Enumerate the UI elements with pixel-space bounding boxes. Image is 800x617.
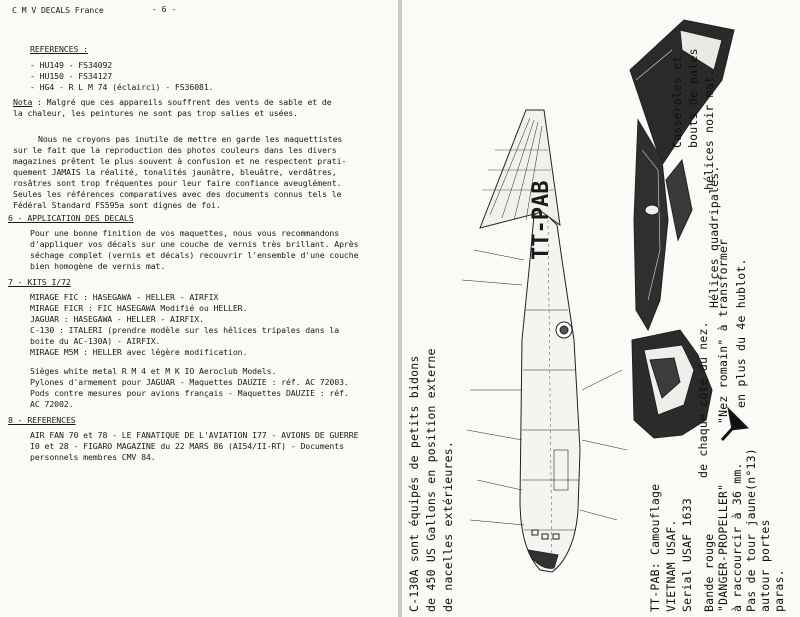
kit-line: MIRAGE FIC : HASEGAWA - HELLER - AIRFIX	[30, 292, 219, 302]
caption-camouflage-line: de chaque côté du nez.	[696, 321, 710, 478]
reference-item: - HU150 - FS34127	[30, 71, 113, 81]
caption-camouflage-line: TT-PAB: Camouflage	[648, 483, 662, 612]
section-8-line: I0 et 28 - FIGARO MAGAZINE du 22 MARS 86…	[30, 441, 344, 451]
aircraft-drawing: TT-PAB	[461, 19, 750, 573]
section-8-heading: 8 - REFERENCES	[8, 415, 76, 425]
extra-line: Sièges white metal R M 4 et M K IO Aeroc…	[30, 366, 277, 376]
note-label: Nota	[13, 97, 33, 107]
caption-bidons-line: de nacelles extérieures.	[441, 441, 455, 612]
kit-line: boite du AC-130A) - AIRFIX.	[30, 336, 161, 346]
kit-line: JAGUAR : HASEGAWA - HELLER - AIRFIX.	[30, 314, 204, 324]
paragraph-line: Seules les références comparatives avec …	[13, 189, 342, 199]
section-6-line: bien homogène de vernis mat.	[30, 261, 166, 271]
section-6-line: d'appliquer vos décals sur une couche de…	[30, 239, 359, 249]
caption-bande-line: autour portes	[758, 519, 772, 612]
section-8-line: AIR FAN 70 et 78 - LE FANATIQUE DE L'AVI…	[30, 430, 359, 440]
paragraph-line: sur le fait que la reproduction des phot…	[13, 145, 337, 155]
section-6-line: séchage complet (vernis et décals) recou…	[30, 250, 359, 260]
section-7-heading: 7 - KITS I/72	[8, 277, 71, 287]
kit-line: MIRAGE FICR : FIC HASEGAWA Modifié ou HE…	[30, 303, 248, 313]
reference-item: - HU149 - FS34092	[30, 60, 113, 70]
caption-bande-line: Pas de tour jaune(n°13)	[744, 448, 758, 612]
caption-bande-line: à raccourcir à 36 mm.	[730, 462, 744, 612]
right-page: TT-PAB C-130A sont équipés de petits bid…	[402, 0, 800, 617]
caption-casseroles-line: Casseroles et	[670, 55, 684, 148]
paragraph-line: magazines prêtent le plus souvent à conf…	[13, 156, 347, 166]
caption-bidons-line: de 450 US Gallons en position externe	[424, 348, 438, 612]
extra-line: AC 72002.	[30, 399, 74, 409]
paragraph-line: rosâtres sont trop fréquentes pour leur …	[13, 178, 342, 188]
note-line: la chaleur, les peintures ne sont pas tr…	[13, 108, 298, 118]
section-6-line: Pour une bonne finition de vos maquettes…	[30, 228, 340, 238]
kit-line: C-130 : ITALERI (prendre modèle sur les …	[30, 325, 340, 335]
kit-line: MIRAGE M5M : HELLER avec légère modifica…	[30, 347, 248, 357]
caption-nez-line: en plus du 4e hublot.	[734, 258, 748, 408]
caption-casseroles-line: bouts de pales	[686, 48, 700, 148]
caption-camouflage-line: VIETNAM USAF.	[664, 519, 678, 612]
references-heading: REFERENCES :	[30, 44, 88, 54]
left-page: C M V DECALS France - 6 - REFERENCES : -…	[0, 0, 398, 617]
header-title: C M V DECALS France	[12, 5, 104, 15]
page-gutter	[398, 0, 402, 617]
paragraph-line: Nous ne croyons pas inutile de mettre en…	[38, 134, 343, 144]
section-6-heading: 6 - APPLICATION DES DECALS	[8, 213, 134, 223]
extra-line: Pods contre mesures pour avions français…	[30, 388, 349, 398]
section-8-line: personnels membres CMV 84.	[30, 452, 156, 462]
paragraph-line: quement JAMAIS la réalité, tonalités jau…	[13, 167, 337, 177]
page-number: - 6 -	[152, 4, 177, 14]
caption-bande-line: paras.	[772, 569, 786, 612]
caption-bande-line: Bande rouge	[702, 533, 716, 612]
caption-casseroles-line: Hélices quadripales.	[707, 165, 721, 308]
aircraft-code: TT-PAB	[529, 181, 554, 260]
caption-camouflage-line: Serial USAF 1633	[680, 498, 694, 612]
caption-bande-line: "DANGER-PROPELLER"	[716, 483, 730, 612]
caption-bidons-line: C-130A sont équipés de petits bidons	[407, 355, 421, 612]
reference-item: - HG4 - R L M 74 (éclairci) - FS36081.	[30, 82, 214, 92]
note-line: : Malgré que ces appareils souffrent des…	[37, 97, 332, 107]
extra-line: Pylones d'armement pour JAGUAR - Maquett…	[30, 377, 349, 387]
paragraph-line: Fédéral Standard FS595a sont dignes de f…	[13, 200, 221, 210]
